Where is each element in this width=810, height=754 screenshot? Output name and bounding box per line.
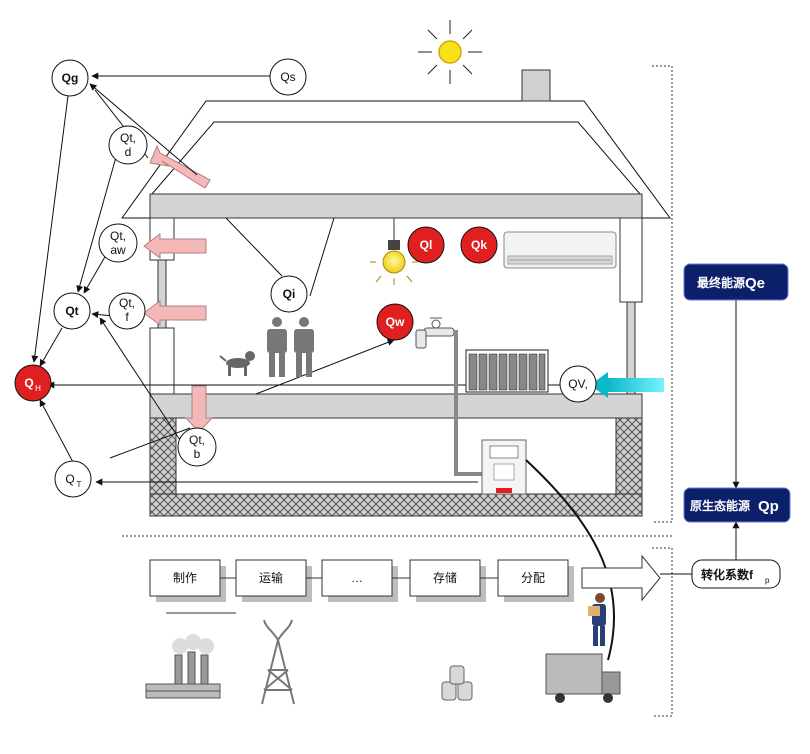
floor-loss-arrow [184,385,214,433]
dashed-brackets [122,65,673,717]
people-icon [267,317,314,377]
svg-text:Qk: Qk [471,238,487,252]
chimney [521,69,551,102]
svg-text:Qw: Qw [386,315,405,329]
svg-text:Qs: Qs [280,70,295,84]
conversion-factor-box: 转化系数f p [691,559,781,589]
primary-energy-panel: 原生态能源 Qp [683,487,791,523]
svg-text:Qg: Qg [62,71,79,85]
node-qg: Qg [51,59,89,97]
light-bulb-icon [370,218,418,285]
svg-text:d: d [125,145,132,159]
node-qk: Qk [460,226,498,264]
svg-text:T: T [77,480,82,489]
ceiling-slab [149,193,643,219]
node-qt-d: Qt, d [108,125,148,165]
chain-step-2: 运输 [259,570,283,585]
oil-derrick-icon [261,619,295,705]
node-qw: Qw [376,303,414,341]
node-qi: Qi [270,275,308,313]
svg-text:Ql: Ql [420,238,433,252]
left-wall-lower [149,327,175,395]
svg-text:Qt: Qt [65,304,78,318]
water-tap-icon [415,317,455,349]
final-energy-panel: 最终能源 Qe [683,263,789,301]
node-qt-f: Qt, f [108,292,146,330]
node-qh: Q H [14,364,52,402]
node-qt-b: Qt, b [177,427,217,467]
chain-step-1: 制作 [173,571,197,585]
svg-text:aw: aw [110,243,126,257]
sun-icon [418,20,482,84]
node-qs: Qs [269,58,307,96]
wall-loss-arrow-upper [143,233,207,259]
svg-text:最终能源: 最终能源 [697,275,745,290]
heat-loss-arrows [143,144,214,433]
node-qt-aw: Qt, aw [98,223,138,263]
radiator-icon [465,349,549,393]
ventilation-arrow [590,372,664,398]
svg-text:QV,: QV, [568,377,588,391]
wall-loss-arrow-lower [143,300,207,326]
svg-text:b: b [194,447,201,461]
chain-arrow-icon [581,554,661,602]
supply-chain: 制作 运输 … 存储 分配 [149,554,661,614]
dog-icon [219,351,255,376]
svg-text:p: p [765,576,770,585]
basement [149,417,643,517]
heating-pipe [454,330,482,476]
chain-step-5: 分配 [521,571,545,585]
svg-text:Qt,: Qt, [119,296,135,310]
svg-text:Qt,: Qt, [189,433,205,447]
right-wall-upper [619,217,643,303]
svg-text:Q: Q [65,472,74,486]
boiler-icon [481,439,527,495]
node-qt: Qt [53,292,91,330]
svg-text:Qt,: Qt, [120,131,136,145]
svg-text:Qp: Qp [758,498,779,515]
svg-text:转化系数f: 转化系数f [701,567,754,582]
floor-slab [149,393,643,419]
air-conditioner-icon [503,231,617,269]
node-ql: Ql [407,226,445,264]
svg-text:Qe: Qe [745,275,765,292]
chain-step-4: 存储 [433,570,457,585]
right-window-frame [626,301,636,395]
delivery-worker-icon [588,593,606,646]
node-qT: Q T [54,460,92,498]
chain-step-3: … [351,571,363,585]
svg-text:Q: Q [24,376,33,390]
barrels-icon [441,665,473,701]
svg-text:Qt,: Qt, [110,229,126,243]
delivery-truck-icon [545,653,621,703]
svg-text:H: H [35,384,41,393]
factory-icon [145,634,221,699]
node-qv: QV, [559,365,597,403]
svg-text:原生态能源: 原生态能源 [690,498,750,513]
svg-text:Qi: Qi [283,287,296,301]
fuel-line [525,459,616,661]
svg-text:f: f [125,310,129,324]
roof-loss-arrow [149,144,211,189]
